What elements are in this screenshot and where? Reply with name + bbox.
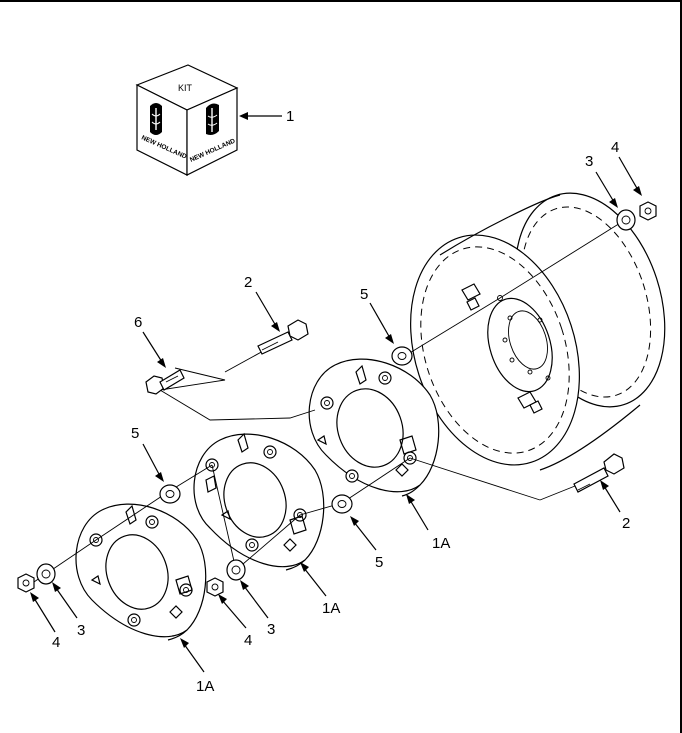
callout-nut-top: 4	[611, 139, 619, 156]
washer-mid-3	[226, 559, 246, 581]
leader-lines	[30, 156, 642, 673]
leader-kit	[239, 112, 282, 120]
bolt-upper	[257, 319, 309, 355]
brand-logo-right	[206, 103, 219, 135]
callout-nut-mid: 4	[244, 632, 252, 649]
callout-washer-mid-left: 5	[131, 425, 139, 442]
callout-nut-front: 4	[52, 634, 60, 651]
frame-border-top	[0, 0, 682, 2]
wheel-rim	[410, 192, 666, 471]
callout-kit: 1	[286, 108, 294, 125]
weight-plate-back	[308, 358, 440, 497]
weight-plate-front	[75, 503, 207, 641]
callout-washer-top: 3	[585, 153, 593, 170]
callout-bolt-lower: 2	[622, 515, 630, 532]
nut-mid-4	[206, 577, 224, 597]
bolt-six	[145, 369, 185, 395]
callout-bolt-upper: 2	[244, 274, 252, 291]
nut-front-4	[17, 573, 35, 593]
frame-border-right	[680, 0, 682, 733]
callout-washer-mid: 3	[267, 621, 275, 638]
callout-washer-right: 5	[360, 286, 368, 303]
washer-front-3	[36, 563, 56, 585]
nut-top-4	[639, 201, 657, 221]
kit-box: KIT NEW HOLLAND NEW HOLLAND	[135, 64, 239, 176]
washer-top-3	[616, 209, 636, 231]
washer-mid-lower-5	[331, 494, 353, 514]
washer-mid-left-5	[159, 484, 181, 504]
callout-washer-mid-lower: 5	[375, 554, 383, 571]
washer-right-5	[391, 346, 413, 366]
callout-weight-back: 1A	[432, 535, 450, 552]
callout-weight-front: 1A	[196, 678, 214, 695]
kit-box-label: KIT	[178, 83, 193, 93]
weight-plate-middle	[193, 432, 325, 571]
callout-weight-middle: 1A	[322, 600, 340, 617]
brand-logo-left	[150, 103, 162, 135]
bolt-lower	[573, 453, 625, 493]
callout-washer-front: 3	[77, 622, 85, 639]
callout-bolt-six: 6	[134, 314, 142, 331]
